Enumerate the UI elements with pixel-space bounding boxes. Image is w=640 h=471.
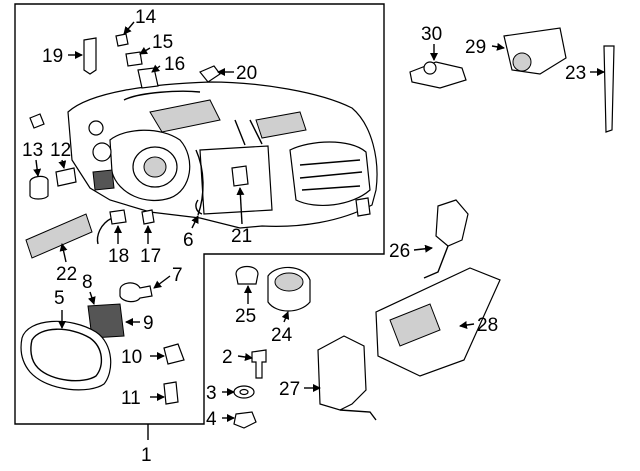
callout-29: 29 [465,37,486,58]
leader-15 [139,46,151,55]
leader-7 [153,275,171,289]
callout-28: 28 [477,315,498,336]
callout-13: 13 [22,140,43,161]
callout-22: 22 [56,264,77,285]
callout-7: 7 [172,265,183,286]
assembly-boundary-box [14,3,385,425]
part-11-connector [163,381,179,405]
callout-27: 27 [279,379,300,400]
part-30-valve [409,61,467,89]
callout-17: 17 [140,246,161,267]
part-19-bracket [83,37,97,75]
leader-22 [59,243,68,263]
leader-2 [237,353,253,361]
small-clip-right [355,197,371,217]
part-13-socket [29,175,49,200]
part-12-bulb [55,167,77,187]
part-7-bulb [119,282,153,303]
callout-3: 3 [206,383,217,404]
callout-8: 8 [82,272,93,293]
part-29-motor [503,27,567,75]
part-27-bracket [317,335,367,411]
leader-6 [191,215,199,229]
callout-21: 21 [231,226,252,247]
part-25-grommet [235,265,259,285]
part-21-socket [231,165,249,187]
part-4-nut [233,411,257,429]
leader-28 [459,321,475,329]
callout-23: 23 [565,63,586,84]
leader-21 [236,187,245,225]
leader-8 [87,291,96,305]
callout-5: 5 [54,288,65,309]
callout-26: 26 [389,241,410,262]
part-18-wire [96,217,113,245]
part-15-socket [125,51,143,67]
callout-18: 18 [108,246,129,267]
headlamp-housing [67,81,378,229]
callout-1: 1 [141,445,152,466]
leader-26 [413,244,433,253]
part-20-clip [199,65,221,83]
callout-15: 15 [152,32,173,53]
callout-11: 11 [121,388,141,409]
part-28-control-module [375,267,501,377]
callout-16: 16 [164,54,185,75]
part-17-bulb [141,209,155,225]
callout-6: 6 [183,230,194,251]
part-2-screw [251,349,267,379]
callout-19: 19 [42,46,63,67]
callout-10: 10 [121,347,142,368]
callout-12: 12 [50,140,71,161]
callout-20: 20 [236,63,257,84]
leader-12 [58,159,67,169]
callout-30: 30 [421,24,442,45]
leader-14 [123,21,135,35]
callout-9: 9 [143,313,154,334]
callout-14: 14 [135,7,157,28]
part-16-socket [137,67,159,89]
part-22-lens-strip [25,213,93,259]
callout-2: 2 [222,347,233,368]
part-14-bulb [115,33,129,47]
leader-24 [281,311,290,323]
leader-29 [491,42,505,51]
leader-13 [33,159,42,177]
callout-25: 25 [235,306,256,327]
callout-24: 24 [271,325,293,346]
part-26-sensor [435,199,469,247]
callout-4: 4 [206,409,217,430]
part-6-wire [195,199,203,215]
part-23-strip [603,45,615,133]
leader-16 [151,64,161,73]
part-10-actuator [163,343,185,365]
part-9-cap [87,303,125,339]
small-clip-left [29,113,45,129]
